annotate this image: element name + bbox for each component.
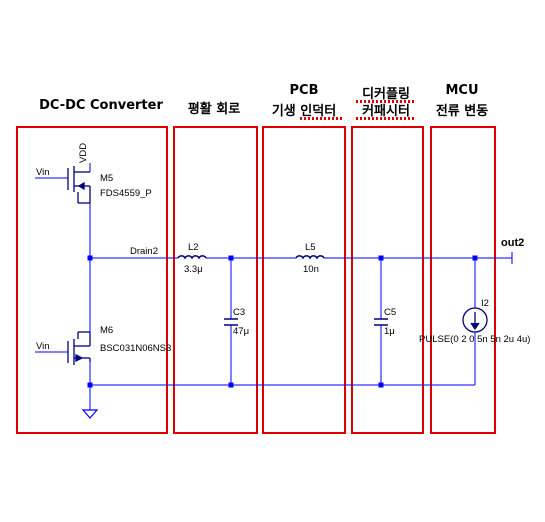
- section-box-decoupling: [351, 126, 424, 434]
- l2-value-label: 3.3μ: [184, 264, 203, 275]
- inductor-l5-symbol: [295, 255, 325, 260]
- spellcheck-underline: [300, 117, 344, 120]
- junction-gnd: [87, 382, 93, 388]
- mosfet-m6-symbol: [67, 331, 91, 365]
- capacitor-c5-symbol: [374, 318, 388, 326]
- m6-ref-label: M6: [100, 325, 113, 336]
- vin-bottom-label: Vin: [36, 341, 50, 352]
- junction-drain: [87, 255, 93, 261]
- vdd-label: VDD: [78, 143, 89, 163]
- inductor-l2-symbol: [177, 255, 207, 260]
- mosfet-m5-symbol: [67, 166, 91, 204]
- section-title-decoupling: 디커플링: [362, 87, 410, 102]
- section-box-smoothing: [173, 126, 258, 434]
- capacitor-c3-symbol: [224, 318, 238, 326]
- junction-c5-bottom: [378, 382, 384, 388]
- c3-value-label: 47μ: [233, 326, 249, 337]
- vin-top-label: Vin: [36, 167, 50, 178]
- junction-c3-top: [228, 255, 234, 261]
- section-title-mcu: MCU: [445, 83, 479, 98]
- wires: [35, 163, 512, 410]
- junction-c5-top: [378, 255, 384, 261]
- section-title-pcb: PCB: [289, 83, 319, 98]
- junction-i2-top: [472, 255, 478, 261]
- current-source-i2-symbol: [462, 307, 488, 333]
- c5-value-label: 1μ: [384, 326, 395, 337]
- i2-value-label: PULSE(0 2 0 5n 5n 2u 4u): [419, 334, 530, 345]
- c3-ref-label: C3: [233, 307, 245, 318]
- out2-label: out2: [501, 237, 524, 249]
- m5-ref-label: M5: [100, 173, 113, 184]
- spellcheck-underline: [356, 100, 416, 103]
- section-box-mcu: [430, 126, 496, 434]
- section-title-dcdc: DC-DC Converter: [39, 98, 163, 113]
- section-subtitle-pcb: 기생 인덕터: [271, 104, 337, 119]
- l5-ref-label: L5: [305, 242, 316, 253]
- ground-icon: [81, 409, 99, 419]
- i2-ref-label: I2: [481, 298, 489, 309]
- junction-c3-bottom: [228, 382, 234, 388]
- spellcheck-underline: [356, 117, 416, 120]
- drain2-net-label: Drain2: [130, 246, 158, 257]
- section-subtitle-decoupling: 커패시터: [362, 104, 410, 119]
- section-title-smoothing: 평활 회로: [187, 102, 241, 117]
- section-box-pcb: [262, 126, 346, 434]
- c5-ref-label: C5: [384, 307, 396, 318]
- junctions: [87, 255, 478, 388]
- l5-value-label: 10n: [303, 264, 319, 275]
- l2-ref-label: L2: [188, 242, 199, 253]
- section-subtitle-mcu: 전류 변동: [435, 104, 489, 119]
- m6-part-label: BSC031N06NS3: [100, 343, 171, 354]
- m5-part-label: FDS4559_P: [100, 188, 152, 199]
- section-box-dcdc: [16, 126, 168, 434]
